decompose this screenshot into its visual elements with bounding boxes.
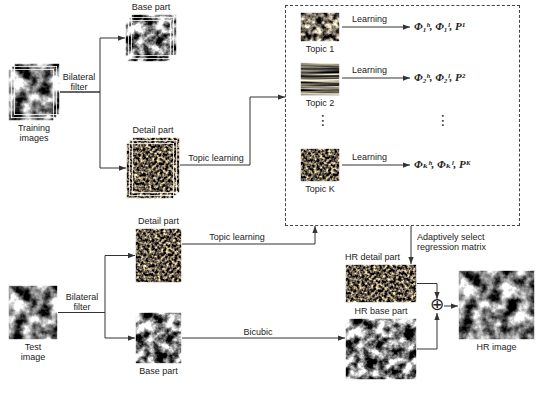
node-label: Detail part [129, 216, 189, 226]
image-texture [8, 285, 58, 340]
node-label: HR base part [345, 306, 417, 316]
image-texture [300, 148, 340, 182]
image-texture [135, 312, 182, 364]
image-stack: Training images [8, 63, 60, 121]
flow-arrow [60, 38, 125, 92]
image-frame [135, 228, 181, 282]
image-part: HR detail part [345, 264, 417, 303]
image-frame [135, 312, 181, 363]
node-label: ⊕ [430, 297, 444, 313]
image-stack: Detail part [126, 137, 180, 199]
output-image: HR image [458, 270, 535, 340]
image-texture [458, 270, 535, 340]
image-layer [126, 143, 174, 199]
node-label: Topic 1 [295, 44, 345, 54]
topic-image: Topic 1 [300, 12, 340, 42]
image-frame [345, 318, 416, 379]
flow-arrow [182, 338, 345, 339]
flow-arrow [417, 313, 437, 349]
image-frame [126, 143, 173, 198]
image-texture [125, 14, 177, 62]
flow-arrow [58, 256, 135, 313]
image-texture [345, 264, 417, 303]
image-part: Detail part [135, 228, 182, 283]
image-frame [458, 270, 534, 339]
image-stack: Base part [125, 14, 177, 62]
image-texture [8, 63, 60, 121]
node-label: Base part [129, 366, 189, 376]
learning-arrow [342, 78, 410, 79]
image-texture [135, 228, 182, 283]
image-frame [300, 62, 339, 95]
image-frame [128, 17, 173, 58]
image-layer [345, 264, 417, 303]
step-label: Learning [352, 14, 387, 24]
node-label: Base part [121, 2, 181, 12]
node-label: HR detail part [345, 252, 415, 262]
learning-arrow [342, 165, 410, 166]
image-frame [300, 148, 339, 181]
image-layer [8, 69, 54, 121]
image-layer [300, 148, 340, 182]
topic-image: Topic K [300, 148, 340, 182]
edge-label: Bilateral filter [60, 72, 98, 92]
image-frame [132, 137, 179, 192]
flow-arrow [180, 97, 285, 165]
node-label: Training images [9, 123, 59, 143]
input-image: Test image [8, 285, 58, 340]
image-frame [345, 264, 416, 302]
node-label: HR image [462, 342, 532, 352]
edge-label: Bilateral filter [63, 292, 101, 312]
image-texture [300, 62, 340, 96]
learning-arrow [342, 27, 410, 28]
edge-label: Topic learning [184, 153, 248, 163]
flow-arrow [182, 226, 315, 244]
formula-label: Φ₂ʰ, Φ₂ˡ, P² [414, 71, 465, 83]
edge-label: Bicubic [238, 327, 278, 337]
flow-arrow [60, 92, 126, 168]
image-frame [8, 285, 57, 339]
image-layer [300, 12, 340, 42]
image-layer [8, 285, 58, 340]
formula-label: Φ₁ʰ, Φ₁ˡ, P¹ [414, 20, 465, 32]
step-label: Learning [352, 65, 387, 75]
node-label: Topic K [295, 184, 345, 194]
image-frame [8, 69, 53, 120]
image-texture [126, 137, 180, 199]
flow-arrow [411, 226, 412, 264]
image-layer [300, 62, 340, 96]
image-frame [129, 140, 176, 195]
ellipsis-mark: ⋮ [436, 113, 450, 127]
step-label: Learning [352, 152, 387, 162]
topic-image: Topic 2 [300, 62, 340, 96]
flow-arrow [58, 313, 135, 339]
formula-label: Φₖʰ, Φₖˡ, Pᴷ [414, 158, 470, 170]
edge-label: Topic learning [205, 232, 269, 242]
image-layer [135, 228, 182, 283]
image-frame [14, 63, 59, 114]
node-label: Test image [13, 342, 53, 362]
image-texture [300, 12, 340, 42]
ellipsis-mark: ⋮ [316, 113, 330, 127]
image-part: HR base part [345, 318, 417, 380]
node-label: Detail part [123, 125, 183, 135]
image-part: Base part [135, 312, 182, 364]
image-layer [135, 312, 182, 364]
image-frame [125, 20, 170, 61]
image-frame [11, 66, 56, 117]
edge-label: Adaptively select regression matrix [417, 232, 509, 252]
image-frame [300, 12, 339, 41]
sum-symbol: ⊕ [430, 299, 444, 313]
flow-arrow [444, 306, 458, 307]
node-label: Topic 2 [295, 98, 345, 108]
image-layer [458, 270, 535, 340]
image-texture [345, 318, 417, 380]
image-layer [345, 318, 417, 380]
